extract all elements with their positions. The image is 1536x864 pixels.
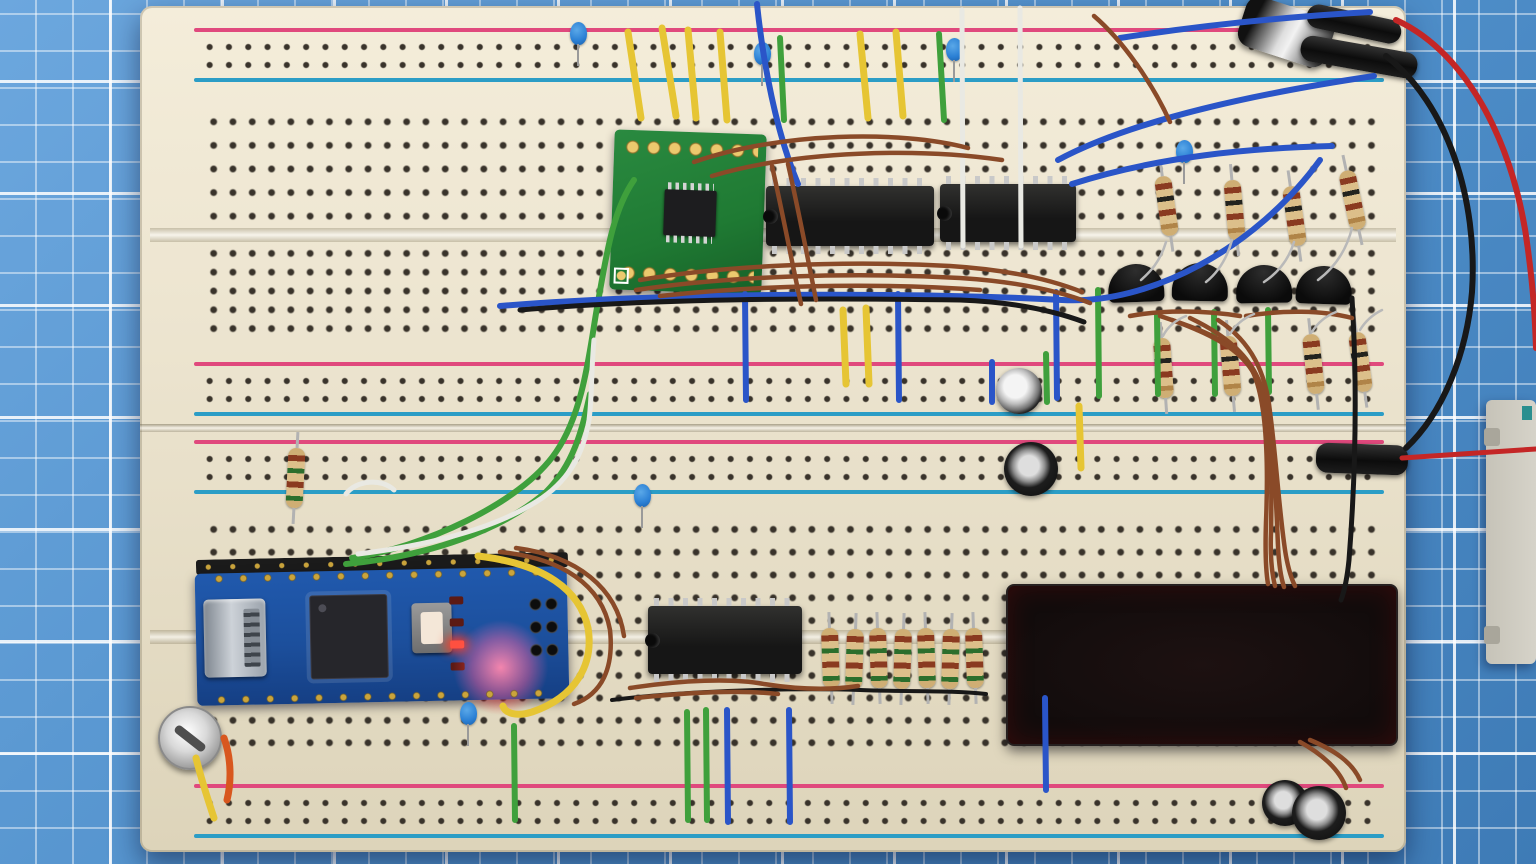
electrolytic-capacitor (996, 368, 1042, 414)
power-rail-mid-lower (150, 432, 1396, 502)
resistor (820, 627, 841, 689)
dip-ic-1 (763, 178, 934, 254)
resistor (916, 627, 937, 689)
display-driver-ic (645, 598, 802, 682)
arduino-nano-board (194, 566, 570, 717)
column-numbers (210, 90, 1370, 110)
electrolytic-capacitor (1292, 786, 1346, 840)
rx-led (449, 596, 464, 605)
row-letters (144, 520, 162, 628)
ssop-breakout-board (609, 129, 767, 295)
breakout-pads (621, 137, 759, 161)
ceramic-capacitor (946, 38, 963, 82)
adjacent-breadboard (1484, 400, 1536, 664)
resistor (940, 628, 961, 690)
ceramic-capacitor (1176, 140, 1193, 184)
negative-rail-line (194, 490, 1384, 494)
icsp-header (527, 592, 561, 663)
ceramic-capacitor (634, 484, 651, 528)
resistor (892, 628, 913, 690)
rail-holes (200, 372, 1380, 408)
negative-rail-line (194, 78, 1384, 82)
ssop-chip (663, 189, 717, 237)
ic-notch (763, 209, 778, 224)
positive-rail-line (194, 784, 1384, 788)
negative-rail-line (194, 834, 1384, 838)
power-rail-top (150, 20, 1396, 90)
atmega-chip (309, 593, 389, 680)
resistor (844, 628, 865, 690)
led-row-rx (449, 594, 485, 607)
ceramic-capacitor (570, 22, 587, 66)
reset-button[interactable] (411, 602, 453, 654)
row-letters (1394, 112, 1412, 224)
resistor (285, 447, 306, 509)
ic-notch (937, 206, 952, 221)
breakout-corner-pad (613, 267, 630, 284)
ceramic-capacitor (754, 42, 771, 86)
ceramic-capacitor (460, 702, 477, 746)
nano-silkscreen-label (393, 602, 395, 674)
trimmer-potentiometer[interactable] (158, 706, 222, 770)
breakout-pads (617, 263, 755, 287)
positive-rail-line (194, 28, 1384, 32)
mini-usb-connector (203, 598, 267, 678)
power-plug (1315, 442, 1409, 476)
negative-rail-line (194, 412, 1384, 416)
row-letters (144, 112, 162, 224)
positive-rail-line (194, 440, 1384, 444)
tx-led (449, 618, 464, 627)
rail-holes (200, 450, 1380, 486)
row-letters (144, 246, 162, 334)
positive-rail-line (194, 362, 1384, 366)
breadboard-seam (140, 424, 1406, 432)
resistor (964, 627, 985, 689)
rail-holes (200, 38, 1380, 74)
ic-notch (645, 633, 660, 648)
power-rail-mid-upper (150, 354, 1396, 424)
electrolytic-capacitor (1004, 442, 1058, 496)
board-mark (1522, 406, 1532, 420)
board-notch (1484, 626, 1500, 644)
resistor (868, 627, 889, 689)
board-notch (1484, 428, 1500, 446)
dip-ic-2 (937, 176, 1076, 250)
rail-holes (200, 794, 1380, 830)
seven-segment-display (1006, 584, 1398, 746)
column-numbers (210, 756, 1370, 776)
power-rail-bottom (150, 776, 1396, 846)
column-numbers (210, 336, 1370, 356)
